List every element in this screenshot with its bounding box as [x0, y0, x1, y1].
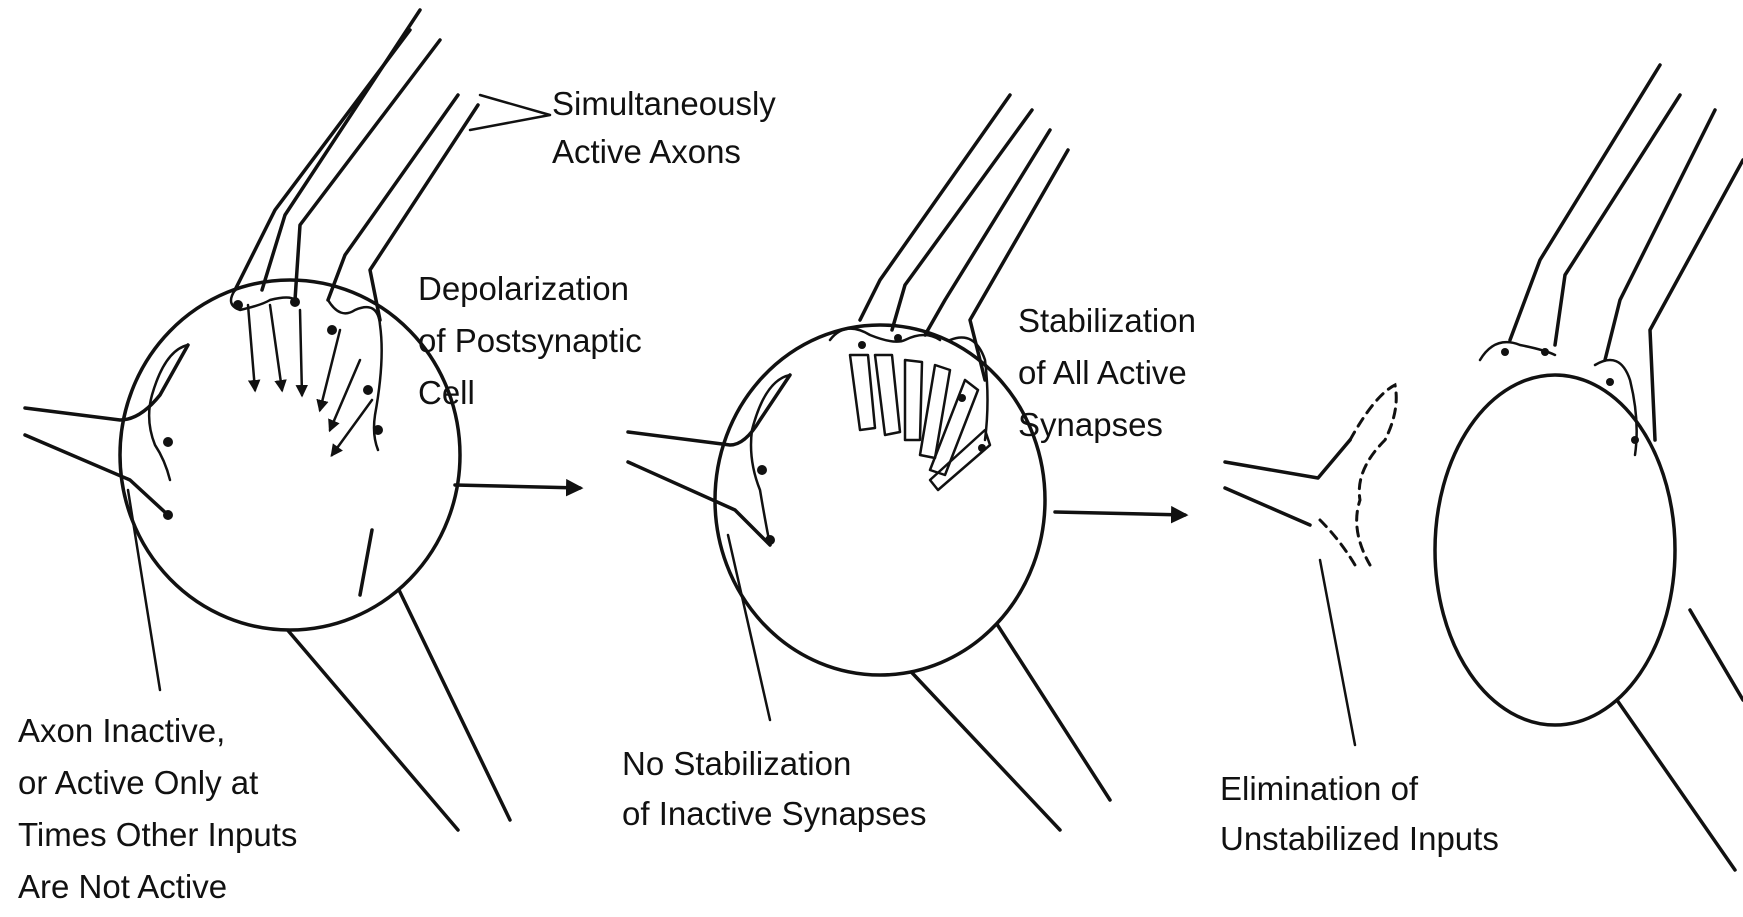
stage1-axons-pointer: [470, 95, 550, 130]
stage1-active-axon-1a: [262, 10, 420, 290]
label-axon-inactive: Axon Inactive, or Active Only at Times O…: [18, 712, 307, 905]
label-active-axons: Simultaneously Active Axons: [552, 85, 785, 170]
label-stabilization-active: Stabilization of All Active Synapses: [1018, 302, 1205, 443]
stage3-withdrawn-axon-lower: [1225, 488, 1310, 525]
stage1-inactive-synapse-dot-1: [163, 437, 173, 447]
stage3-eliminated-pointer: [1320, 560, 1355, 745]
stage-1-neuron: [25, 10, 550, 830]
label-elimination: Elimination of Unstabilized Inputs: [1220, 770, 1499, 857]
stage3-eliminated-terminal: [1350, 385, 1396, 565]
label-depolarization: Depolarization of Postsynaptic Cell: [418, 270, 651, 411]
stage1-to-stage2-arrow: [455, 485, 580, 488]
stage1-active-axon-1b: [295, 40, 440, 300]
stage1-output-axon-left: [262, 600, 458, 830]
stage2-soma: [715, 325, 1045, 675]
stage3-soma: [1435, 375, 1675, 725]
stage-3-neuron: [1225, 65, 1743, 870]
stage3-withdrawn-axon-upper: [1225, 440, 1350, 478]
stage1-inactive-synapse-dot-2: [163, 510, 173, 520]
stage-2-neuron: [628, 95, 1110, 830]
label-no-stabilization: No Stabilization of Inactive Synapses: [622, 745, 927, 832]
stage1-soma: [120, 280, 460, 630]
stage2-to-stage3-arrow: [1055, 512, 1185, 515]
